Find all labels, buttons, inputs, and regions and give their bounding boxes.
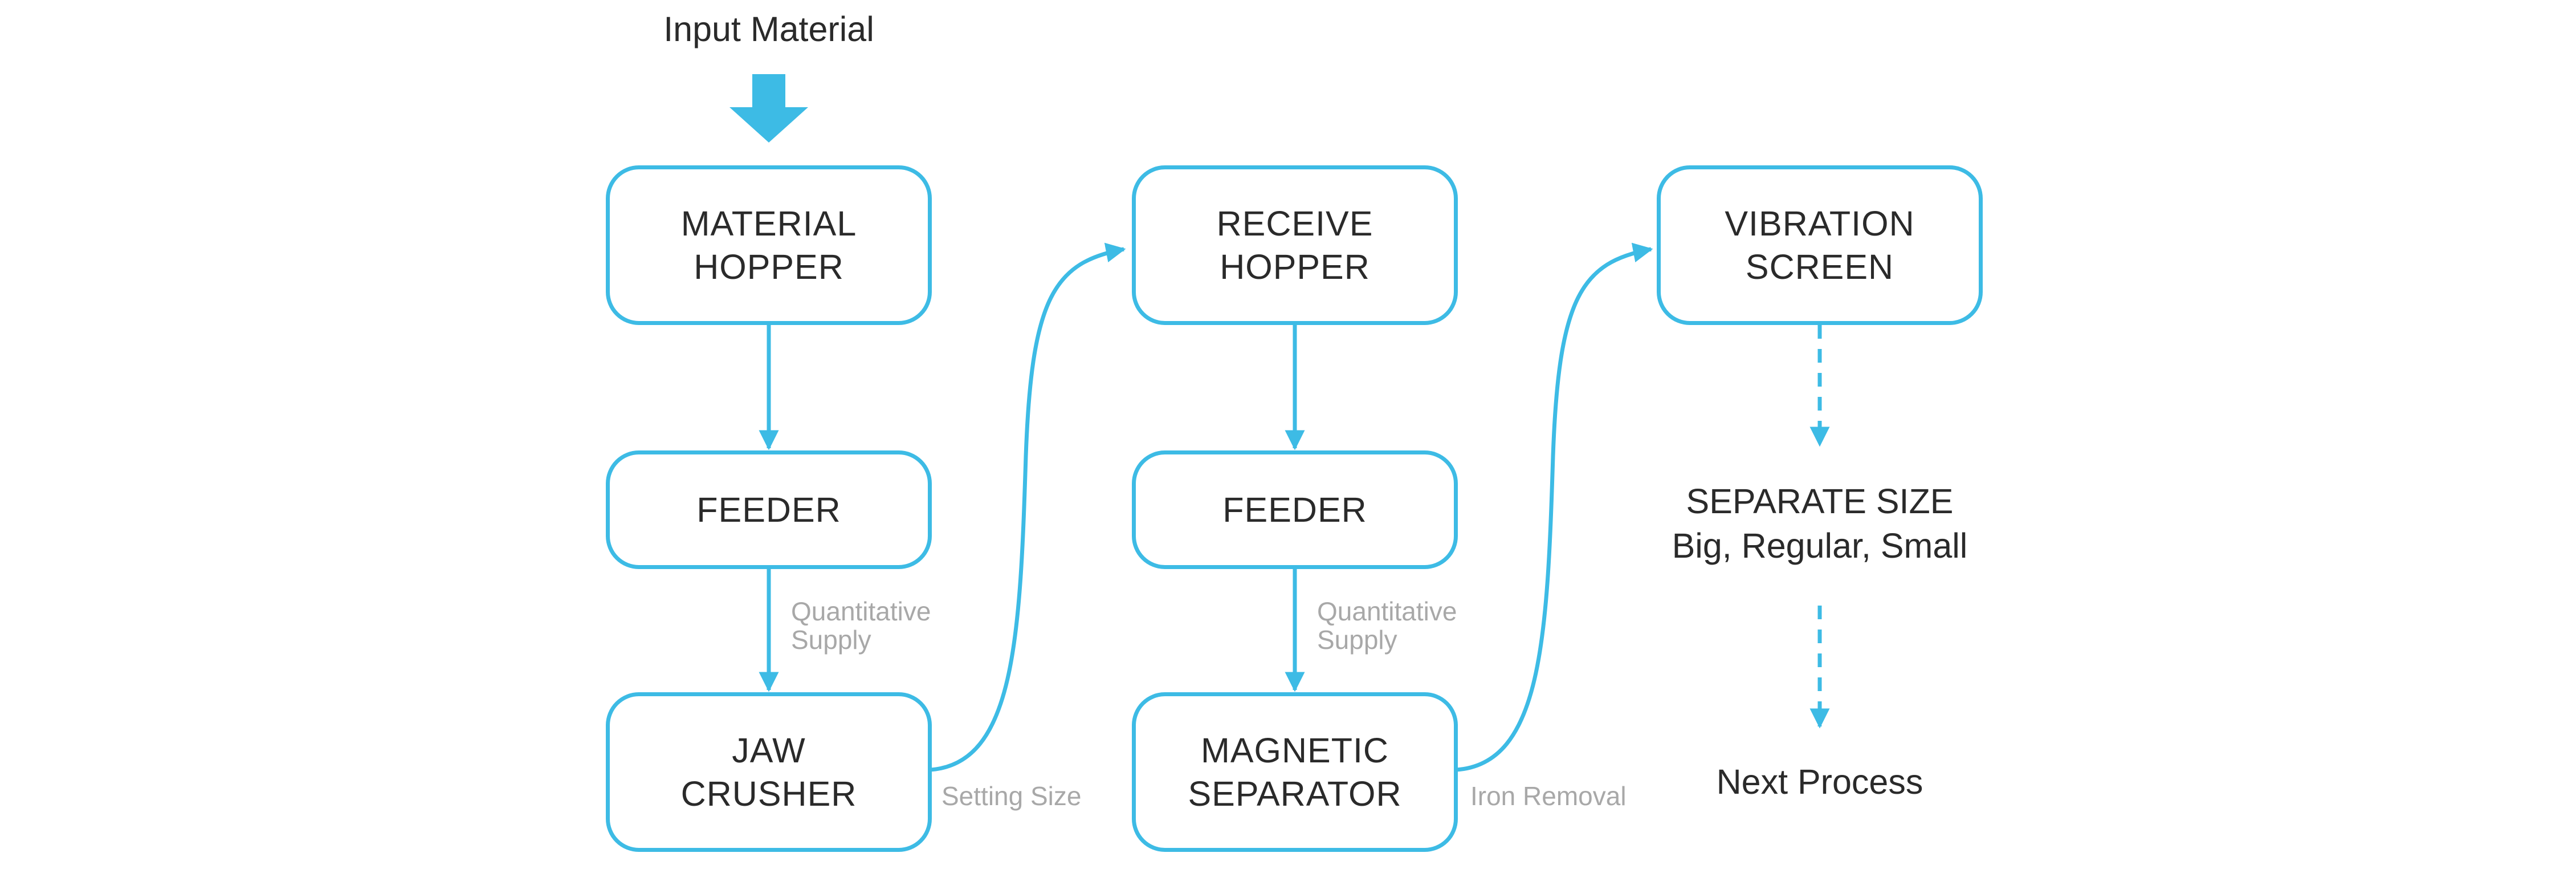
- arrow-crusher-to-receive-hopper: [930, 242, 1126, 772]
- arrow-separator-to-vibration-screen: [1456, 242, 1653, 772]
- vibration-screen-box: VIBRATION SCREEN: [1657, 165, 1983, 325]
- receive-hopper-line-2: HOPPER: [1220, 247, 1370, 286]
- feeder-box-2: FEEDER: [1132, 450, 1458, 569]
- magnetic-separator-line-2: SEPARATOR: [1188, 774, 1402, 813]
- magnetic-separator-box: MAGNETIC SEPARATOR: [1132, 692, 1458, 852]
- separate-size-label: SEPARATE SIZE Big, Regular, Small: [1620, 479, 2019, 568]
- jaw-crusher-line-1: JAW: [732, 730, 806, 770]
- quantitative-supply-2-line-1: Quantitative: [1317, 596, 1457, 626]
- separate-size-line-2: Big, Regular, Small: [1672, 526, 1968, 566]
- feeder-2-label: FEEDER: [1222, 490, 1367, 529]
- setting-size-note: Setting Size: [941, 781, 1082, 811]
- jaw-crusher-box: JAW CRUSHER: [606, 692, 932, 852]
- feeder-1-label: FEEDER: [696, 490, 841, 529]
- separate-size-line-1: SEPARATE SIZE: [1686, 482, 1954, 521]
- iron-removal-note: Iron Removal: [1470, 781, 1627, 811]
- jaw-crusher-line-2: CRUSHER: [680, 774, 857, 813]
- material-hopper-line-2: HOPPER: [694, 247, 844, 286]
- material-hopper-box: MATERIAL HOPPER: [606, 165, 932, 325]
- vibration-screen-line-2: SCREEN: [1745, 247, 1894, 286]
- next-process-label: Next Process: [1716, 762, 1923, 801]
- input-arrow: [729, 74, 808, 143]
- receive-hopper-box: RECEIVE HOPPER: [1132, 165, 1458, 325]
- quantitative-supply-1-line-2: Supply: [791, 624, 871, 655]
- quantitative-supply-note-2: Quantitative Supply: [1317, 596, 1457, 655]
- magnetic-separator-line-1: MAGNETIC: [1201, 730, 1389, 770]
- material-hopper-line-1: MATERIAL: [680, 204, 857, 243]
- quantitative-supply-2-line-2: Supply: [1317, 624, 1397, 655]
- vibration-screen-line-1: VIBRATION: [1725, 204, 1915, 243]
- quantitative-supply-note-1: Quantitative Supply: [791, 596, 931, 655]
- feeder-box-1: FEEDER: [606, 450, 932, 569]
- input-material-label: Input Material: [663, 10, 874, 48]
- quantitative-supply-1-line-1: Quantitative: [791, 596, 931, 626]
- receive-hopper-line-1: RECEIVE: [1216, 204, 1373, 243]
